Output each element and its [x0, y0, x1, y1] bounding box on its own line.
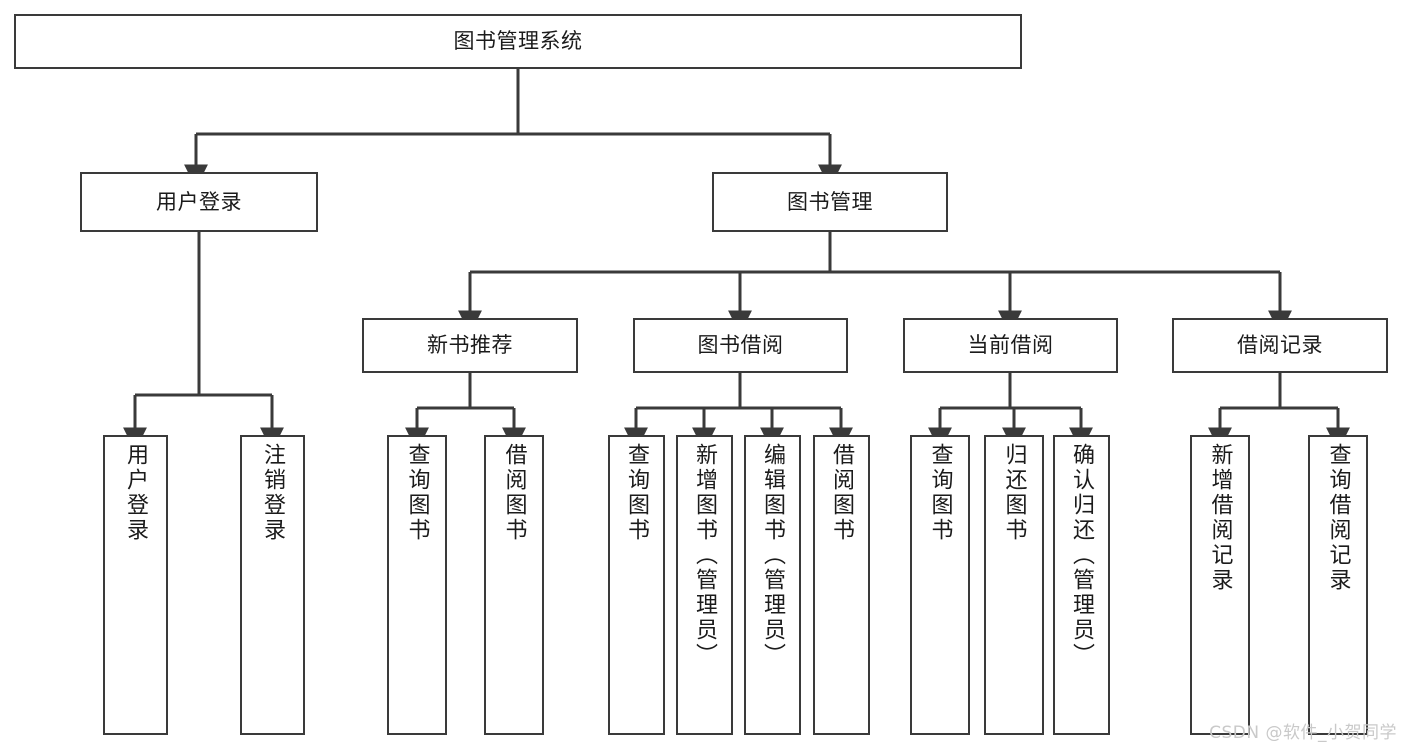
node-user-login-label: 用户登录 — [156, 189, 242, 214]
node-leaf-query-borrow-record[interactable]: 查询借阅记录 — [1308, 435, 1368, 735]
node-new-book-recommend-label: 新书推荐 — [427, 333, 513, 358]
node-leaf-query-book-current-label: 查询图书 — [927, 443, 953, 543]
node-leaf-query-book-recommend-label: 查询图书 — [404, 443, 430, 543]
node-leaf-add-book-label: 新增图书（管理员） — [692, 443, 718, 668]
node-leaf-user-logout[interactable]: 注销登录 — [240, 435, 305, 735]
node-leaf-borrow-book-recommend[interactable]: 借阅图书 — [484, 435, 544, 735]
node-leaf-add-borrow-record-label: 新增借阅记录 — [1207, 443, 1233, 593]
node-leaf-confirm-return[interactable]: 确认归还（管理员） — [1053, 435, 1110, 735]
node-leaf-query-book-recommend[interactable]: 查询图书 — [387, 435, 447, 735]
csdn-watermark: CSDN @软件_小贺同学 — [1209, 723, 1397, 743]
node-borrow-record-label: 借阅记录 — [1237, 333, 1323, 358]
node-root-label: 图书管理系统 — [453, 29, 583, 54]
node-leaf-borrow-book-label: 借阅图书 — [829, 443, 855, 543]
node-leaf-return-book[interactable]: 归还图书 — [984, 435, 1044, 735]
node-book-borrow-label: 图书借阅 — [697, 333, 784, 358]
node-leaf-user-login[interactable]: 用户登录 — [103, 435, 168, 735]
node-leaf-return-book-label: 归还图书 — [1001, 443, 1027, 543]
node-leaf-add-borrow-record[interactable]: 新增借阅记录 — [1190, 435, 1250, 735]
node-book-borrow[interactable]: 图书借阅 — [633, 318, 848, 373]
node-current-borrow[interactable]: 当前借阅 — [903, 318, 1118, 373]
node-borrow-record[interactable]: 借阅记录 — [1172, 318, 1388, 373]
node-book-manage-label: 图书管理 — [787, 189, 873, 214]
node-new-book-recommend[interactable]: 新书推荐 — [362, 318, 578, 373]
node-leaf-query-book-borrow-label: 查询图书 — [624, 443, 650, 543]
node-leaf-query-borrow-record-label: 查询借阅记录 — [1325, 443, 1351, 593]
node-leaf-borrow-book-recommend-label: 借阅图书 — [501, 443, 527, 543]
node-leaf-add-book[interactable]: 新增图书（管理员） — [676, 435, 733, 735]
node-current-borrow-label: 当前借阅 — [967, 333, 1054, 358]
node-leaf-edit-book-label: 编辑图书（管理员） — [760, 443, 786, 668]
node-book-manage[interactable]: 图书管理 — [712, 172, 948, 232]
node-leaf-user-login-label: 用户登录 — [123, 443, 149, 543]
node-leaf-edit-book[interactable]: 编辑图书（管理员） — [744, 435, 801, 735]
node-user-login[interactable]: 用户登录 — [80, 172, 318, 232]
node-leaf-confirm-return-label: 确认归还（管理员） — [1069, 443, 1095, 668]
node-leaf-query-book-borrow[interactable]: 查询图书 — [608, 435, 665, 735]
node-root-system[interactable]: 图书管理系统 — [14, 14, 1022, 69]
node-leaf-borrow-book[interactable]: 借阅图书 — [813, 435, 870, 735]
node-leaf-user-logout-label: 注销登录 — [260, 443, 286, 543]
node-leaf-query-book-current[interactable]: 查询图书 — [910, 435, 970, 735]
